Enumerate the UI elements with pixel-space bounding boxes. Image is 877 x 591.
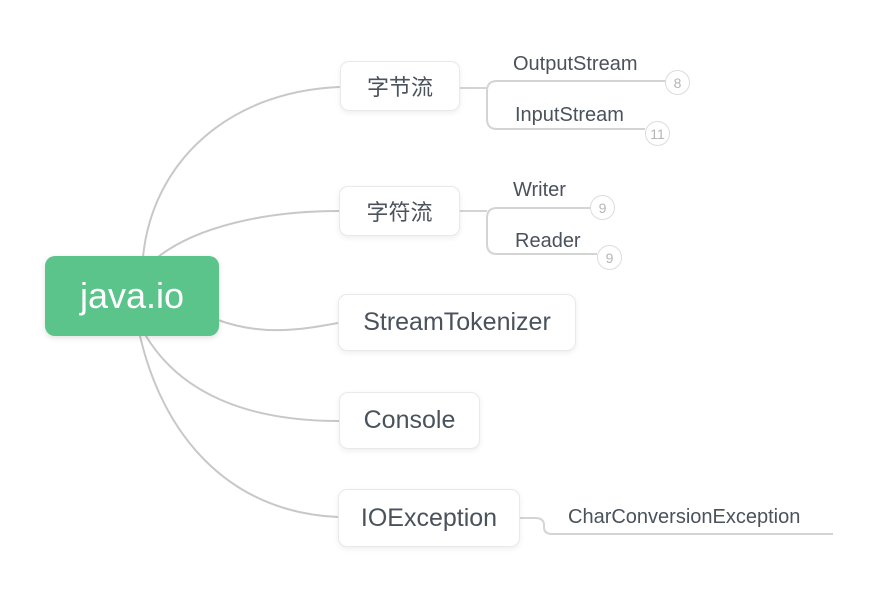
- branch-node-char-stream[interactable]: 字符流: [339, 186, 460, 236]
- root-node-label: java.io: [79, 275, 185, 316]
- underline-writer-reader: [486, 207, 597, 255]
- underline-charconversionexception: [520, 517, 833, 535]
- leaf-node-writer[interactable]: Writer: [513, 179, 566, 201]
- branch-node-label: 字符流: [366, 200, 433, 225]
- branch-node-label: 字节流: [366, 75, 433, 100]
- connector-root-bytes: [142, 86, 340, 258]
- leaf-node-charconversionexception[interactable]: CharConversionException: [568, 506, 801, 528]
- collapsed-count-badge-inputstream[interactable]: 11: [645, 121, 670, 146]
- leaf-node-reader[interactable]: Reader: [515, 230, 581, 252]
- connector-root-chars: [157, 210, 340, 258]
- branch-node-label: StreamTokenizer: [363, 308, 551, 336]
- connector-root-streamtokenizer: [217, 319, 339, 332]
- connector-root-console: [145, 335, 340, 422]
- connector-root-ioexception: [139, 335, 339, 518]
- collapsed-count-badge-outputstream[interactable]: 8: [665, 70, 690, 95]
- leaf-node-inputstream[interactable]: InputStream: [515, 104, 624, 126]
- branch-node-label: IOException: [360, 503, 498, 532]
- collapsed-count-badge-reader[interactable]: 9: [597, 245, 622, 270]
- root-node-java-io[interactable]: java.io: [45, 256, 219, 336]
- collapsed-count-badge-writer[interactable]: 9: [590, 195, 615, 220]
- branch-node-streamtokenizer[interactable]: StreamTokenizer: [338, 294, 576, 351]
- branch-node-ioexception[interactable]: IOException: [338, 489, 520, 547]
- leaf-node-outputstream[interactable]: OutputStream: [513, 53, 638, 75]
- branch-node-label: Console: [363, 406, 456, 434]
- branch-node-byte-stream[interactable]: 字节流: [340, 61, 460, 111]
- branch-node-console[interactable]: Console: [339, 392, 480, 449]
- underline-outputstream-inputstream: [486, 80, 666, 130]
